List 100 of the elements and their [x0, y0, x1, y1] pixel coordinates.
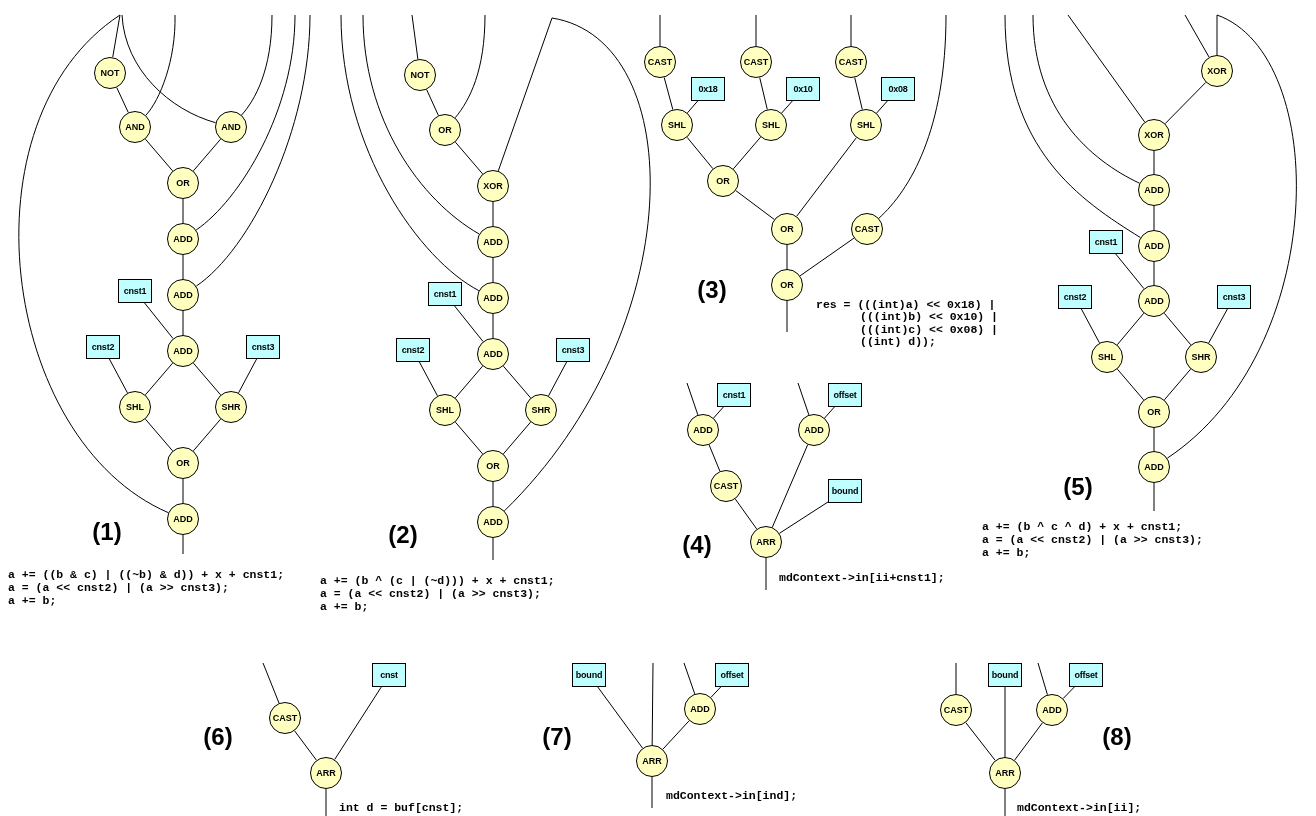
- operation-node: CAST: [269, 702, 301, 734]
- operation-node: NOT: [404, 59, 436, 91]
- constant-box: bound: [988, 663, 1022, 687]
- connector-line: [411, 14, 419, 60]
- connector-line: [708, 444, 721, 472]
- code-line: a = (a << cnst2) | (a >> cnst3);: [982, 534, 1203, 546]
- connector-line: [1153, 482, 1155, 512]
- connector-line: [1004, 788, 1006, 816]
- code-line: res = (((int)a) << 0x18) |: [816, 299, 996, 311]
- operation-node: CAST: [644, 46, 676, 78]
- operation-node: ADD: [477, 282, 509, 314]
- constant-box: cnst1: [118, 279, 152, 303]
- connector-line: [492, 257, 494, 283]
- connector-line: [144, 418, 174, 452]
- connector-line: [765, 557, 767, 591]
- operation-node: OR: [167, 167, 199, 199]
- code-line: a += b;: [982, 547, 1031, 559]
- connector-line: [144, 302, 174, 339]
- constant-box: 0x18: [691, 77, 725, 101]
- connector-line: [294, 730, 317, 761]
- connector-line: [182, 478, 184, 504]
- operation-node: ADD: [1138, 230, 1170, 262]
- connector-line: [713, 406, 724, 419]
- connector-line: [876, 100, 888, 114]
- connector-line: [686, 100, 699, 114]
- connector-line: [502, 421, 532, 455]
- operation-node: ADD: [684, 693, 716, 725]
- code-line: ((int) d));: [860, 336, 936, 348]
- connector-line: [955, 662, 957, 695]
- operation-node: ADD: [167, 503, 199, 535]
- connector-line: [121, 14, 217, 124]
- connector-line: [334, 686, 382, 761]
- connector-line: [182, 534, 184, 555]
- operation-node: ADD: [477, 338, 509, 370]
- connector-line: [786, 300, 788, 333]
- operation-node: SHR: [1185, 341, 1217, 373]
- connector-line: [182, 254, 184, 280]
- operation-node: OR: [1138, 396, 1170, 428]
- operation-node: NOT: [94, 57, 126, 89]
- operation-node: SHL: [1091, 341, 1123, 373]
- constant-box: cnst1: [1089, 230, 1123, 254]
- connector-line: [262, 662, 280, 704]
- operation-node: OR: [429, 114, 461, 146]
- operation-node: ARR: [636, 745, 668, 777]
- operation-node: XOR: [1201, 55, 1233, 87]
- connector-line: [1153, 150, 1155, 175]
- connector-line: [651, 776, 653, 809]
- connector-line: [786, 244, 788, 270]
- connector-line: [1116, 312, 1145, 346]
- figure-number: (1): [92, 520, 122, 544]
- connector-line: [1153, 205, 1155, 231]
- connector-line: [1153, 427, 1155, 452]
- operation-node: ADD: [477, 506, 509, 538]
- operation-node: XOR: [477, 170, 509, 202]
- connector-line: [965, 722, 996, 761]
- code-line: mdContext->in[ii+cnst1];: [779, 572, 945, 584]
- connector-line: [878, 14, 947, 219]
- code-line: a += b;: [8, 595, 57, 607]
- code-line: a += ((b & c) | ((~b) & d)) + x + cnst1;: [8, 569, 285, 581]
- connector-line: [144, 362, 174, 396]
- operation-node: CAST: [940, 694, 972, 726]
- connector-line: [1164, 81, 1207, 125]
- connector-line: [503, 17, 651, 512]
- connector-line: [797, 382, 810, 416]
- constant-box: cnst2: [86, 335, 120, 359]
- connector-line: [454, 365, 484, 399]
- operation-node: AND: [215, 111, 247, 143]
- connector-line: [659, 14, 661, 47]
- operation-node: ADD: [1138, 285, 1170, 317]
- code-line: a += (b ^ (c | (~d))) + x + cnst1;: [320, 575, 555, 587]
- connector-line: [182, 310, 184, 336]
- operation-node: SHL: [661, 109, 693, 141]
- connector-line: [116, 87, 129, 113]
- connector-line: [663, 76, 674, 111]
- connector-line: [796, 137, 857, 217]
- constant-box: cnst3: [1217, 285, 1251, 309]
- connector-line: [144, 138, 174, 172]
- operation-node: OR: [771, 269, 803, 301]
- connector-line: [824, 406, 835, 419]
- connector-line: [686, 382, 699, 416]
- connector-line: [710, 686, 722, 698]
- connector-line: [1004, 14, 1141, 239]
- operation-node: OR: [771, 213, 803, 245]
- operation-node: ADD: [1138, 451, 1170, 483]
- connector-line: [683, 662, 696, 695]
- connector-line: [1037, 662, 1048, 696]
- operation-node: CAST: [740, 46, 772, 78]
- code-line: (((int)c) << 0x08) |: [860, 324, 999, 336]
- operation-node: ADD: [477, 226, 509, 258]
- connector-line: [755, 14, 757, 47]
- operation-node: SHR: [525, 394, 557, 426]
- figure-number: (6): [203, 725, 233, 749]
- connector-line: [781, 100, 793, 114]
- connector-line: [325, 788, 327, 816]
- connector-line: [1062, 686, 1075, 699]
- connector-line: [651, 662, 654, 746]
- figure-number: (7): [542, 725, 572, 749]
- connector-line: [732, 136, 762, 170]
- operation-node: AND: [119, 111, 151, 143]
- connector-line: [734, 498, 758, 530]
